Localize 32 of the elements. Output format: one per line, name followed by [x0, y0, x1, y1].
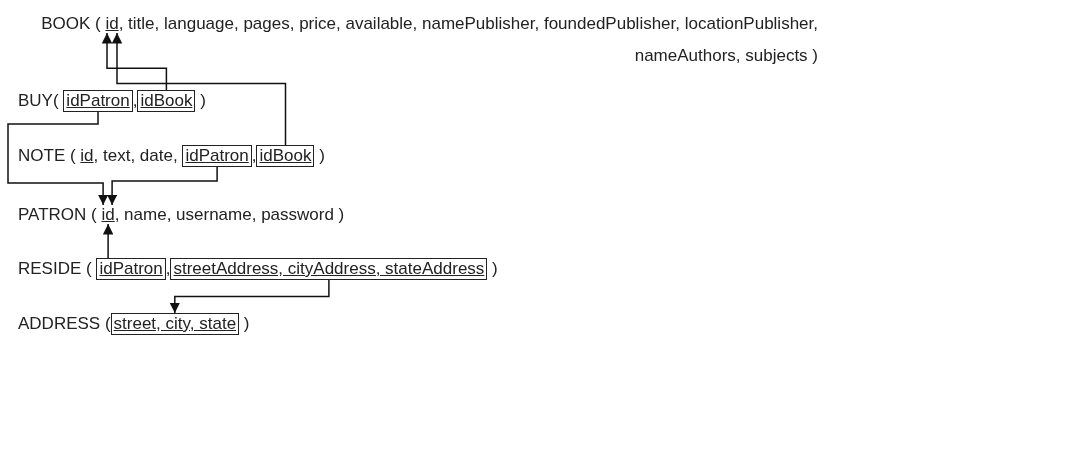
arrow	[106, 166, 218, 206]
schema-text: , title, language, pages, price, available, namePublisher, foundedPublisher, locationPublisher, nameAuthors, subjects )	[118, 14, 818, 65]
schema-text: , name, username, password )	[114, 205, 345, 224]
foreign-key-box: idBook	[137, 90, 196, 112]
foreign-key-box: idBook	[256, 145, 315, 167]
foreign-key-box: idPatron	[96, 258, 166, 280]
schema-text: , text, date,	[93, 146, 178, 165]
schema-text: )	[492, 259, 498, 278]
schema-text: ADDRESS (	[18, 314, 111, 333]
foreign-key-box: streetAddress, cityAddress, stateAddress	[170, 258, 488, 280]
arrow	[169, 279, 330, 314]
primary-key: id	[101, 205, 115, 224]
schema-text: ,	[251, 146, 257, 165]
foreign-key-box: idPatron	[63, 90, 133, 112]
schema-text: )	[200, 91, 206, 110]
primary-key: id	[80, 146, 94, 165]
foreign-key-box: street, city, state	[110, 313, 240, 335]
arrow	[111, 32, 287, 146]
arrow	[102, 223, 114, 259]
schema-text: RESIDE (	[18, 259, 92, 278]
schema-text: ,	[165, 259, 171, 278]
schema-text: BUY(	[18, 91, 59, 110]
schema-text: ,	[132, 91, 138, 110]
arrow	[101, 32, 168, 91]
schema-text: PATRON (	[18, 205, 97, 224]
schema-text: )	[243, 314, 250, 333]
arrow	[7, 111, 109, 206]
schema-text: BOOK (	[41, 14, 101, 33]
schema-text: )	[319, 146, 325, 165]
schema-text: NOTE (	[18, 146, 76, 165]
primary-key: id	[105, 14, 119, 33]
foreign-key-box: idPatron	[182, 145, 252, 167]
